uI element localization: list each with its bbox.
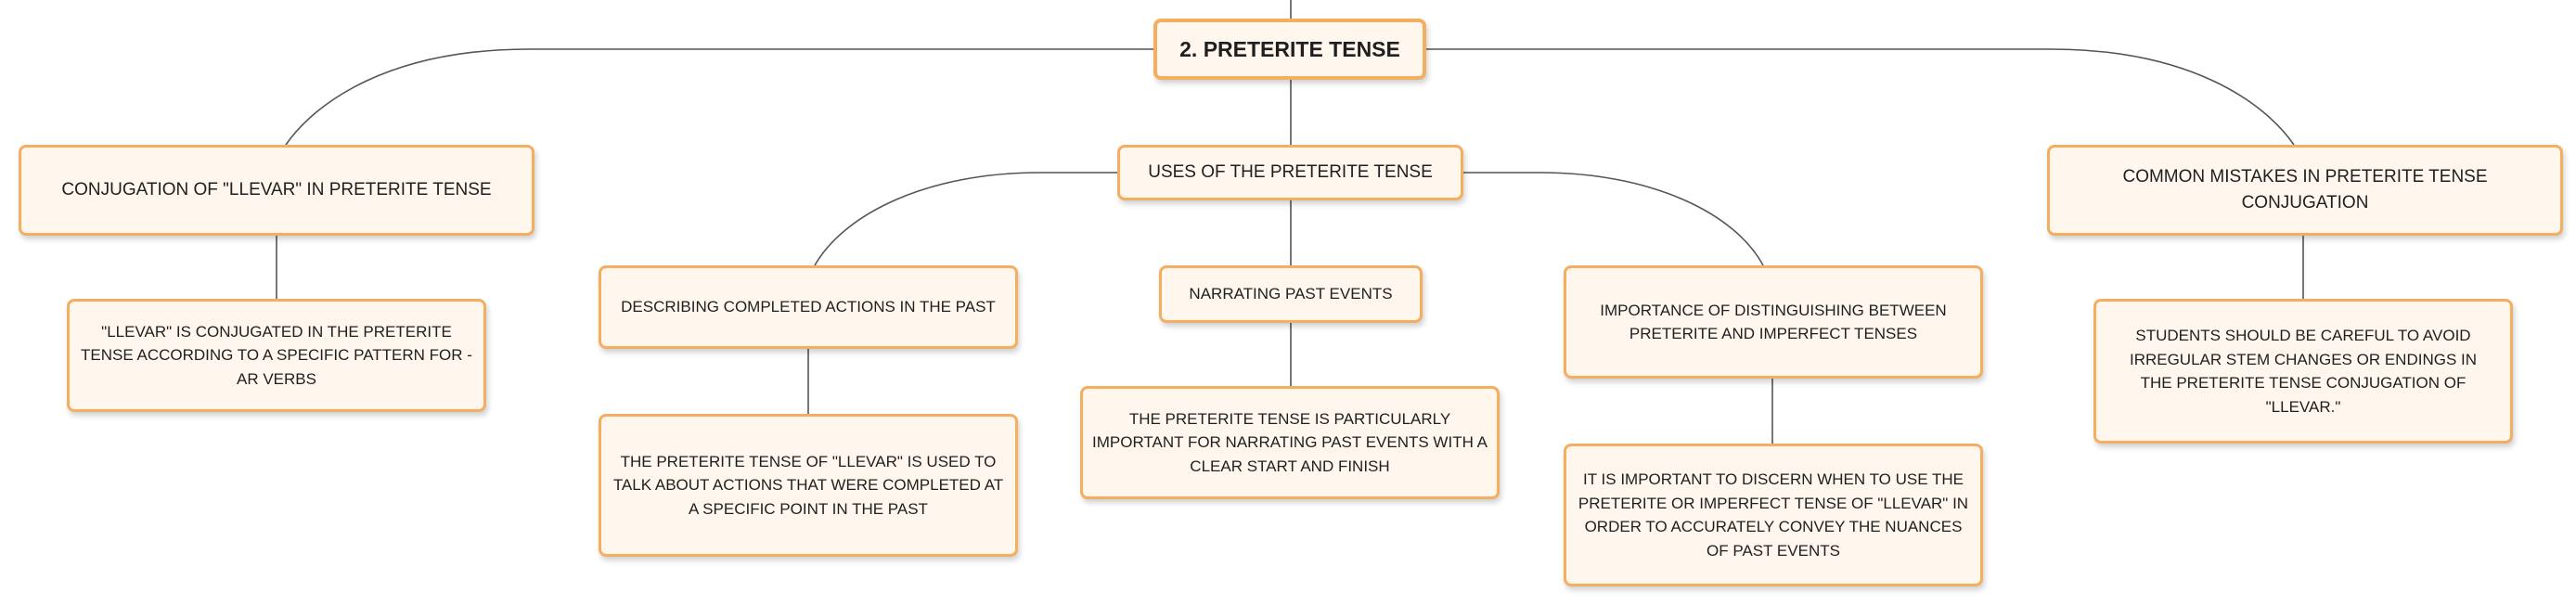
mistakes-detail-text: STUDENTS SHOULD BE CAREFUL TO AVOID IRRE… [2129, 327, 2478, 416]
uses-narrating-node[interactable]: NARRATING PAST EVENTS [1159, 265, 1423, 323]
completed-detail-text: THE PRETERITE TENSE OF "LLEVAR" IS USED … [612, 452, 1004, 518]
uses-narrating-label: NARRATING PAST EVENTS [1189, 285, 1393, 303]
mistakes-detail-node[interactable]: STUDENTS SHOULD BE CAREFUL TO AVOID IRRE… [2093, 299, 2513, 444]
narrating-detail-text: THE PRETERITE TENSE IS PARTICULARLY IMPO… [1092, 409, 1488, 475]
importance-detail-text: IT IS IMPORTANT TO DISCERN WHEN TO USE T… [1578, 470, 1969, 560]
uses-importance-node[interactable]: IMPORTANCE OF DISTINGUISHING BETWEEN PRE… [1564, 265, 1983, 379]
connector-uses-completed [814, 172, 1117, 266]
root-node[interactable]: 2. PRETERITE TENSE [1153, 19, 1426, 80]
root-label: 2. PRETERITE TENSE [1179, 36, 1400, 61]
narrating-detail-node[interactable]: THE PRETERITE TENSE IS PARTICULARLY IMPO… [1080, 386, 1500, 499]
branch-uses-label: USES OF THE PRETERITE TENSE [1148, 161, 1433, 182]
conjugation-detail-node[interactable]: "LLEVAR" IS CONJUGATED IN THE PRETERITE … [67, 299, 486, 412]
conjugation-detail-text: "LLEVAR" IS CONJUGATED IN THE PRETERITE … [81, 322, 472, 388]
uses-importance-label: IMPORTANCE OF DISTINGUISHING BETWEEN PRE… [1600, 301, 1947, 343]
connector-root-conjugation [285, 48, 1153, 146]
branch-conjugation-label: CONJUGATION OF "LLEVAR" IN PRETERITE TEN… [61, 179, 492, 200]
branch-mistakes-label: COMMON MISTAKES IN PRETERITE TENSE CONJU… [2122, 166, 2488, 213]
branch-conjugation-node[interactable]: CONJUGATION OF "LLEVAR" IN PRETERITE TEN… [19, 145, 535, 236]
connector-root-mistakes [1426, 48, 2295, 146]
uses-completed-node[interactable]: DESCRIBING COMPLETED ACTIONS IN THE PAST [599, 265, 1018, 349]
uses-completed-label: DESCRIBING COMPLETED ACTIONS IN THE PAST [621, 298, 996, 316]
branch-mistakes-node[interactable]: COMMON MISTAKES IN PRETERITE TENSE CONJU… [2047, 145, 2563, 236]
importance-detail-node[interactable]: IT IS IMPORTANT TO DISCERN WHEN TO USE T… [1564, 444, 1983, 586]
connector-uses-importance [1463, 172, 1764, 266]
completed-detail-node[interactable]: THE PRETERITE TENSE OF "LLEVAR" IS USED … [599, 414, 1018, 557]
branch-uses-node[interactable]: USES OF THE PRETERITE TENSE [1117, 145, 1463, 200]
